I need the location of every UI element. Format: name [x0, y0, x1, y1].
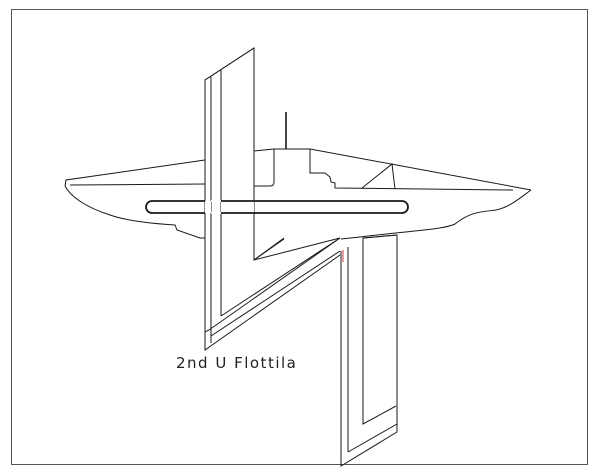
caption-label: 2nd U Flottila: [176, 354, 298, 372]
right-letter-blade: [340, 234, 398, 467]
submarine-hull: [64, 112, 532, 240]
drawing-frame: [11, 9, 588, 465]
left-letter-blade: [204, 47, 341, 351]
hull-slot: [145, 200, 409, 214]
